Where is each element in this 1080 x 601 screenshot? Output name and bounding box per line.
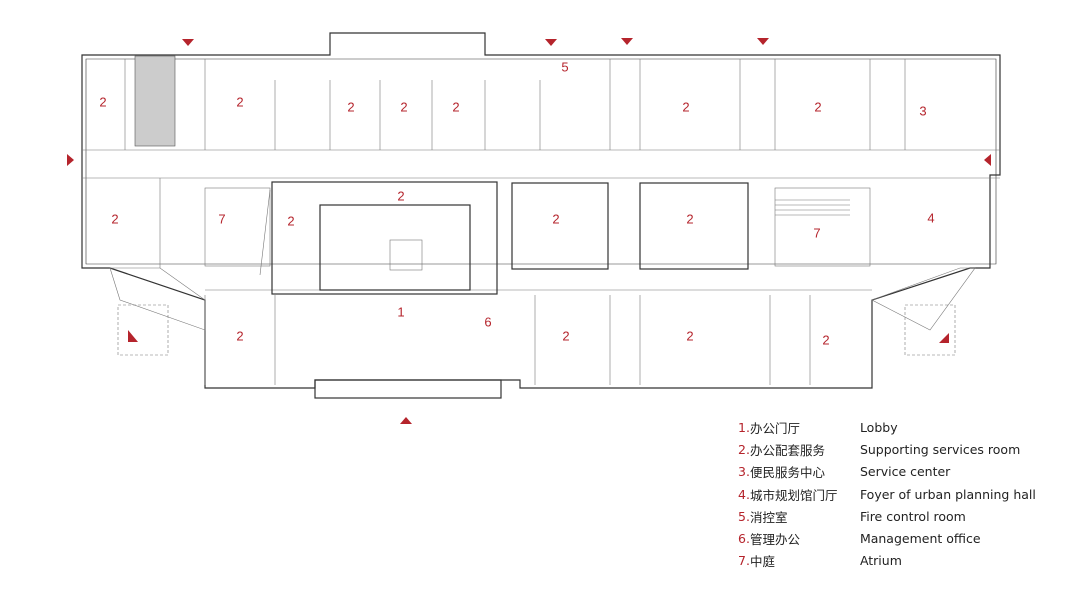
legend-zh: 城市规划馆门厅 [749,487,838,503]
entrance-arrow-icon [182,39,194,46]
room-label: 3 [919,103,926,118]
entrance-arrow-icon [128,330,138,342]
entrance-arrow-icon [400,417,412,424]
legend-en: Fire control room [859,508,966,524]
room-label: 2 [814,99,821,114]
legend-item: 7.中庭 Atrium [738,550,1036,572]
legend-en: Atrium [859,553,902,569]
legend-number: 2. [738,441,750,457]
legend-zh: 办公配套服务 [749,442,825,458]
room-labels: 2 2 2 2 2 2 2 2 2 2 2 2 2 2 2 2 3 4 5 1 … [99,59,934,347]
legend-item: 3.便民服务中心 Service center [738,461,1036,483]
legend-en: Supporting services room [859,441,1021,457]
room-label: 2 [686,211,693,226]
room-label: 4 [927,210,934,225]
legend-number: 4. [738,486,750,502]
room-label: 2 [236,328,243,343]
room-label: 2 [287,213,294,228]
legend-number: 6. [738,531,750,547]
room-label: 2 [111,211,118,226]
walls [81,32,1001,399]
legend-en: Lobby [859,419,898,435]
legend: 1.办公门厅 Lobby 2.办公配套服务 Supporting services … [738,416,1036,572]
legend-item: 5.消控室 Fire control room [738,505,1036,527]
legend-zh: 管理办公 [749,532,800,548]
legend-number: 1. [738,419,750,435]
legend-en: Service center [859,464,951,480]
room-label: 2 [822,332,829,347]
room-label: 2 [686,328,693,343]
legend-zh: 便民服务中心 [749,465,825,481]
legend-item: 2.办公配套服务 Supporting services room [738,438,1036,460]
room-label: 2 [562,328,569,343]
room-label: 7 [813,225,820,240]
legend-item: 6.管理办公 Management office [738,527,1036,549]
legend-en: Management office [859,531,981,547]
room-label: 2 [682,99,689,114]
legend-zh: 中庭 [749,554,775,570]
legend-item: 1.办公门厅 Lobby [738,416,1036,438]
entrance-arrow-icon [939,333,949,343]
legend-number: 3. [738,464,750,480]
room-label: 2 [452,99,459,114]
room-label: 1 [397,304,404,319]
room-label: 2 [99,94,106,109]
entrance-arrow-icon [545,39,557,46]
legend-number: 5. [738,508,750,524]
entrance-arrow-icon [984,154,991,166]
legend-item: 4.城市规划馆门厅 Foyer of urban planning hall [738,483,1036,505]
legend-en: Foyer of urban planning hall [859,486,1036,502]
room-label: 2 [397,188,404,203]
entrance-arrow-icon [621,38,633,45]
room-label: 6 [484,314,491,329]
legend-zh: 办公门厅 [749,420,800,436]
entrance-arrow-icon [757,38,769,45]
room-label: 2 [552,211,559,226]
entrance-markers [67,38,991,424]
room-label: 5 [561,59,568,74]
room-label: 7 [218,211,225,226]
legend-number: 7. [738,553,750,569]
entrance-arrow-icon [67,154,74,166]
room-label: 2 [347,99,354,114]
legend-zh: 消控室 [749,509,788,525]
room-label: 2 [400,99,407,114]
room-label: 2 [236,94,243,109]
